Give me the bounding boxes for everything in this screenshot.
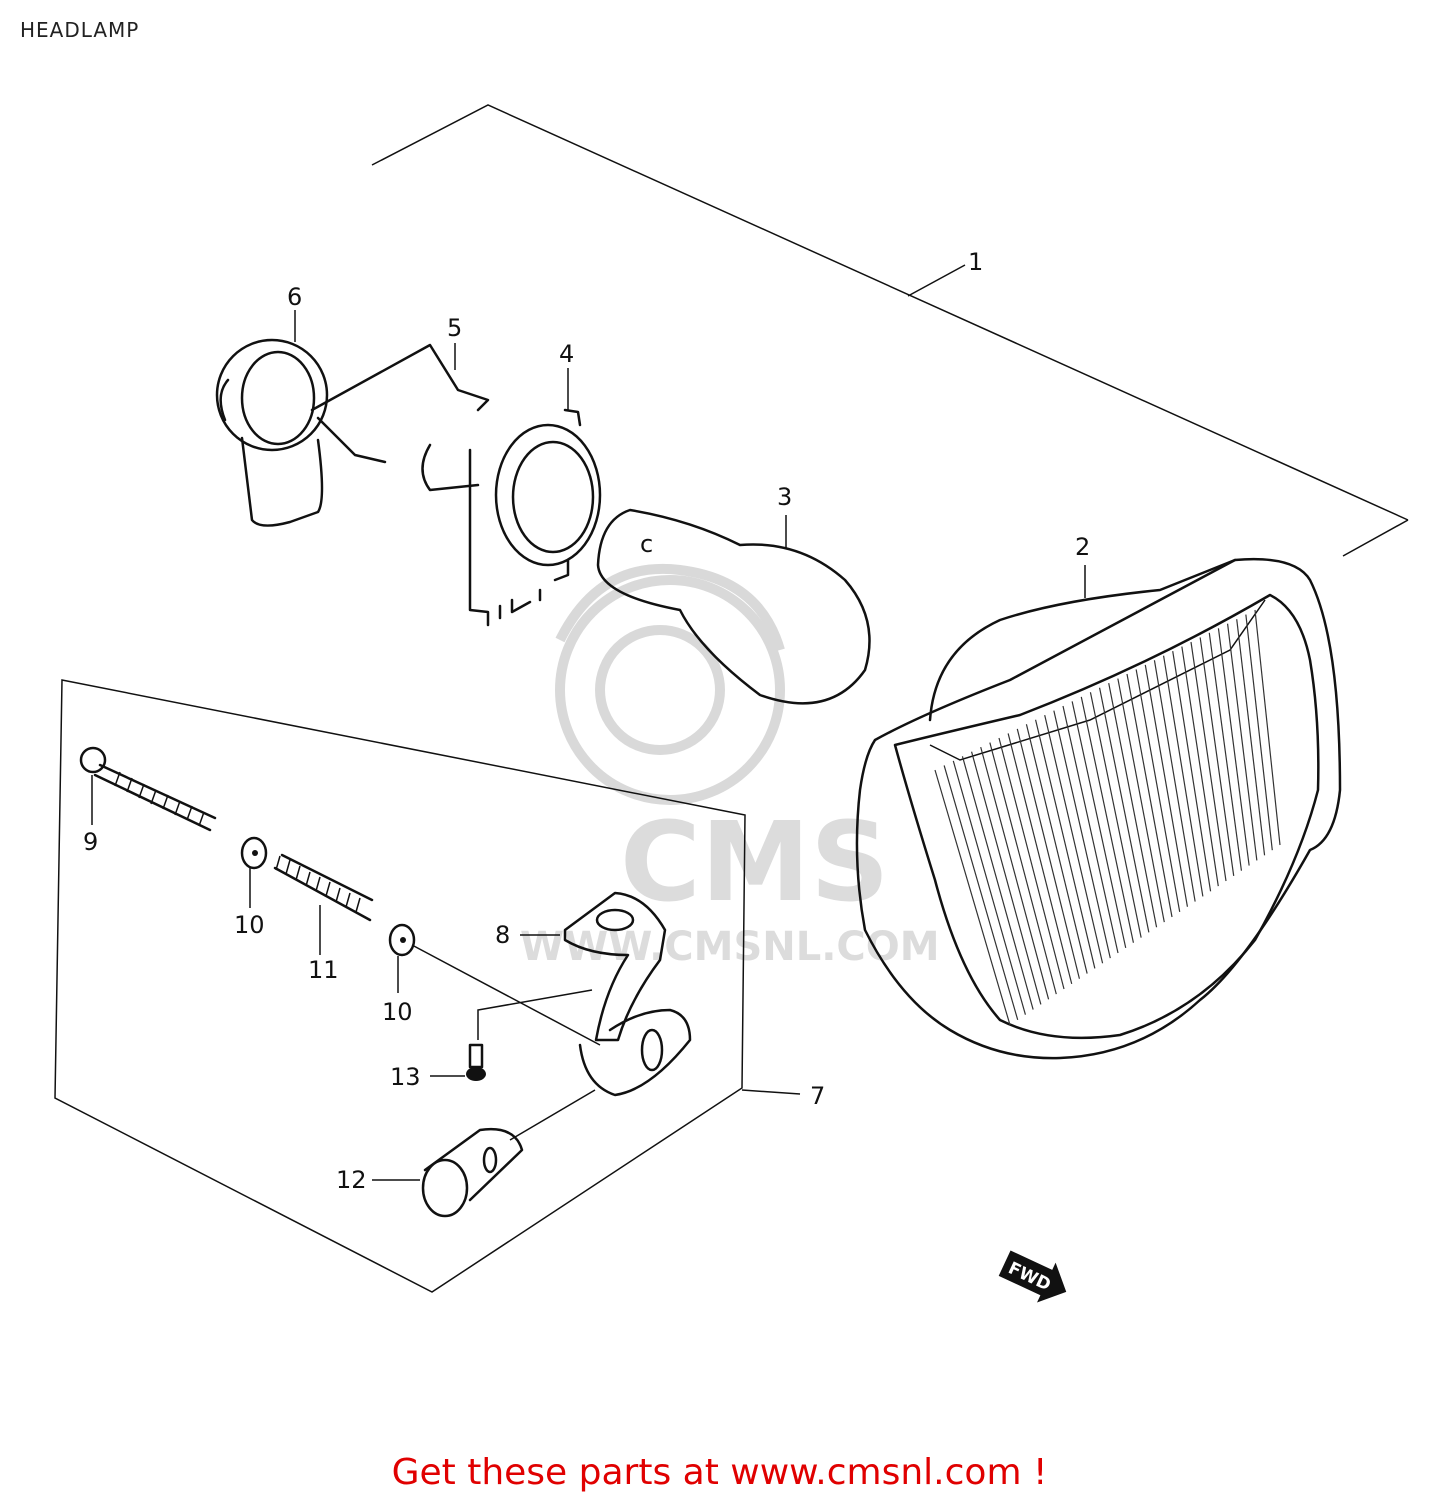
lens-rib (1053, 710, 1111, 959)
callout-labels: 1 2 3 4 5 6 7 8 9 10 10 11 12 13 (83, 248, 1090, 1194)
callout-8: 8 (495, 921, 510, 949)
callout-2: 2 (1075, 533, 1090, 561)
assembly-outline (371, 104, 1409, 557)
lens-rib (1172, 651, 1212, 892)
lens-rib (1254, 609, 1281, 846)
lens-rib (1144, 664, 1189, 907)
lens-rib (970, 751, 1042, 1005)
lens-rib (980, 746, 1050, 1000)
lens-rib (1208, 632, 1243, 871)
fwd-arrow: FWD (998, 1250, 1067, 1303)
lens-rib (1245, 614, 1273, 851)
lens-rib (1025, 724, 1088, 974)
leader-lines (91, 264, 1086, 1181)
collar-part-12 (421, 1127, 524, 1218)
washer-part-10-right (388, 923, 416, 957)
callout-10-right: 10 (382, 998, 413, 1026)
callout-1: 1 (968, 248, 983, 276)
callout-3: 3 (777, 483, 792, 511)
lens-rib (1098, 687, 1150, 933)
lens-rib (1236, 619, 1266, 856)
lens-rib (1016, 728, 1081, 979)
lens-rib (989, 742, 1057, 995)
dust-cover-part-6 (215, 338, 329, 527)
lens-rib (1153, 660, 1196, 902)
diagram-title: HEADLAMP (20, 18, 140, 42)
lens-rib (1007, 733, 1073, 985)
lens-rib (1135, 669, 1181, 912)
lens-rib (1071, 701, 1127, 948)
bracket-part-8 (563, 891, 692, 1097)
lens-rib (1217, 628, 1250, 866)
screw-part-13 (466, 1043, 486, 1081)
lens-rib (1181, 646, 1219, 887)
headlamp-unit-part-2 (855, 557, 1342, 1060)
lens-rib (1190, 641, 1227, 882)
spring-part-11 (273, 853, 374, 922)
retaining-spring-part-5 (310, 343, 490, 464)
lens-rib (961, 756, 1034, 1010)
watermark-logo-text: CMS (620, 798, 889, 926)
lens-rib (1044, 715, 1104, 964)
lens-rib (943, 765, 1019, 1021)
bulb-mark: c (640, 530, 653, 558)
callout-6: 6 (287, 283, 302, 311)
bolt-part-9 (79, 746, 217, 832)
bulb-part-3: c (596, 508, 871, 705)
lens-rib (1108, 683, 1158, 928)
washer-part-10-left (240, 836, 268, 870)
lens-rib (1062, 705, 1119, 954)
callout-12: 12 (336, 1166, 367, 1194)
watermark-url: WWW.CMSNL.COM (520, 924, 940, 970)
lens-rib (1080, 696, 1135, 943)
lens-rib (952, 760, 1027, 1015)
callout-10-left: 10 (234, 911, 265, 939)
callout-11: 11 (308, 956, 339, 984)
callout-13: 13 (390, 1063, 421, 1091)
lens-rib (1034, 719, 1096, 969)
lens-rib (1126, 673, 1173, 918)
callout-9: 9 (83, 828, 98, 856)
lens-rib (1199, 637, 1235, 876)
cmsnl-watermark: CMS WWW.CMSNL.COM (520, 563, 940, 970)
bracket-kit-outline (54, 679, 746, 1293)
lens-rib (934, 769, 1011, 1026)
callout-5: 5 (447, 314, 462, 342)
callout-4: 4 (559, 340, 574, 368)
lens-rib (1226, 623, 1258, 861)
callout-7: 7 (810, 1082, 825, 1110)
lens-rib (1089, 692, 1142, 938)
lens-rib (1117, 678, 1165, 923)
bulb-socket-part-4 (421, 408, 602, 627)
footer-promo-text: Get these parts at www.cmsnl.com ! (391, 1452, 1048, 1493)
lens-rib (1162, 655, 1204, 897)
lens-ribs (934, 609, 1281, 1026)
lens-rib (998, 737, 1065, 990)
